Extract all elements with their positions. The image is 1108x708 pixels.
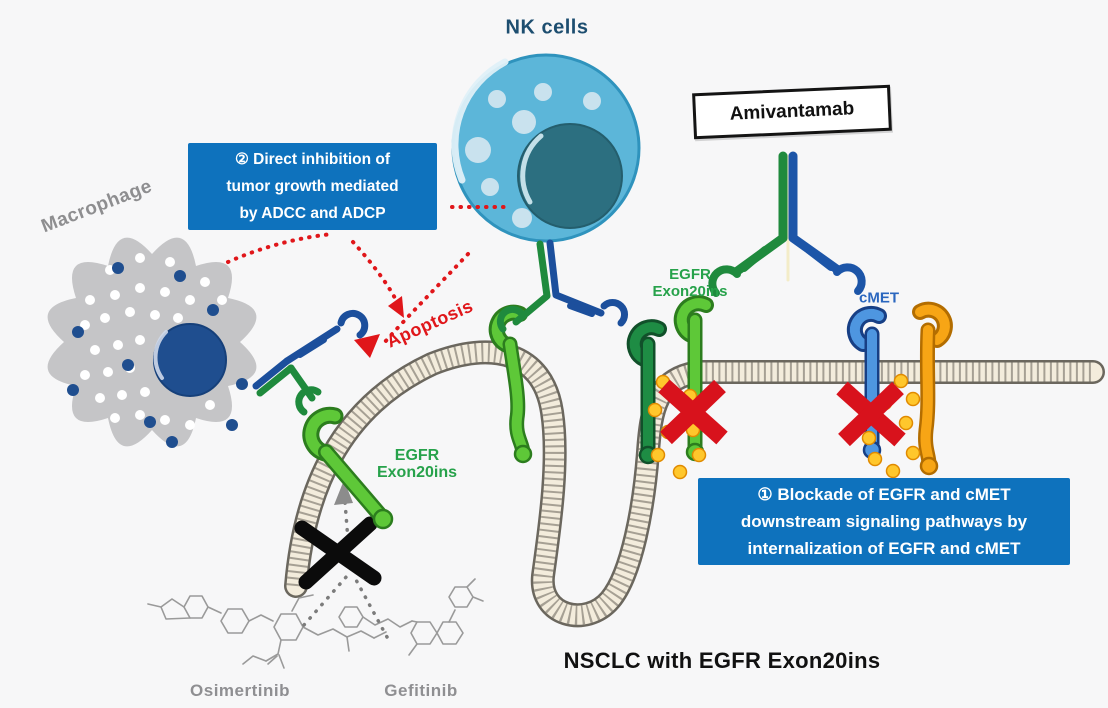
red-dotted-arrows [226, 205, 508, 345]
nk-cells-label: NK cells [505, 16, 589, 39]
macrophage-granules-navy [67, 262, 248, 448]
gefitinib-structure [338, 578, 484, 656]
macrophage-granules-white [80, 253, 227, 430]
nk-antibody [496, 239, 628, 333]
red-x-cmet [836, 381, 906, 447]
red-x-egfr [658, 379, 728, 445]
nk-cell [451, 53, 641, 243]
osimertinib-label: Osimertinib [190, 681, 290, 700]
nk-cell-granules [465, 83, 601, 228]
egfr-receptor-bound [488, 304, 533, 464]
callout-blockade: ① Blockade of EGFR and cMET downstream s… [698, 478, 1070, 565]
callout-line: by ADCC and ADCP [239, 205, 386, 222]
gray-arrowhead [334, 480, 353, 505]
cmet-receptor-blue [846, 305, 887, 460]
gefitinib-label: Gefitinib [384, 681, 458, 700]
callout-line: internalization of EGFR and cMET [747, 539, 1021, 558]
red-arrowhead-left [354, 334, 380, 358]
callout-line: tumor growth mediated [226, 178, 399, 195]
egfr-receptor-dark [626, 319, 667, 465]
black-x-icon [294, 516, 382, 590]
osimertinib-structure [147, 594, 387, 669]
macrophage-antibody [252, 309, 369, 416]
cmet-label: cMET [858, 289, 900, 307]
amivantamab-label: Amivantamab [729, 98, 855, 125]
nk-nucleus [517, 123, 623, 229]
egfr-exon20ins-label-internalized: EGFR Exon20ins [376, 447, 458, 481]
diagram-title: NSCLC with EGFR Exon20ins [563, 648, 881, 673]
cmet-receptor-orange [912, 301, 953, 476]
egfr-exon20ins-label-membrane: EGFR Exon20ins [652, 266, 728, 300]
callout-line: downstream signaling pathways by [740, 512, 1028, 531]
egfr-receptor-internalizing [302, 406, 394, 530]
callout-direct-inhibition: ② Direct inhibition of tumor growth medi… [188, 143, 437, 230]
amivantamab-box: Amivantamab [692, 84, 892, 140]
red-arrowhead-apoptosis [388, 296, 404, 318]
callout-line: ② Direct inhibition of [234, 151, 391, 168]
macrophage-cell [47, 237, 257, 448]
callout-line: ① Blockade of EGFR and cMET [757, 485, 1011, 504]
amivantamab-antibody [708, 151, 866, 297]
